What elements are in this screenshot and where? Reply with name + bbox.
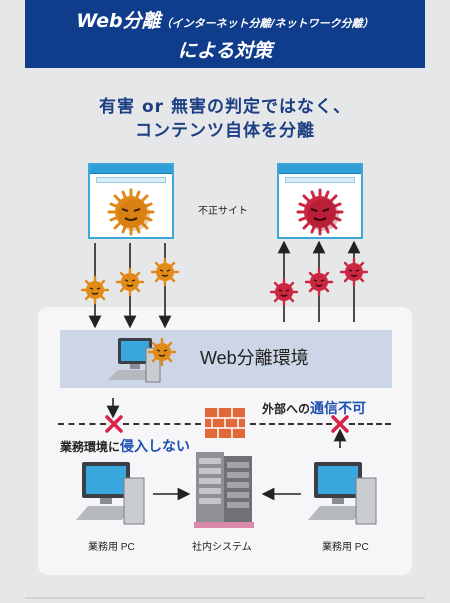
block-x-icon-left	[105, 415, 123, 433]
left-block-note-emphasis: 侵入しない	[120, 438, 191, 454]
bottom-divider	[25, 597, 425, 599]
malicious-site-window-left	[88, 163, 174, 239]
dashed-boundary-right-2	[349, 423, 391, 425]
right-block-note-emphasis: 通信不可	[310, 400, 367, 416]
header-title-main: Web分離	[76, 10, 161, 32]
right-block-note: 外部への通信不可	[262, 398, 366, 418]
orange-virus-icon	[150, 257, 180, 287]
business-pc-left-icon	[76, 462, 145, 525]
orange-virus-icon	[115, 267, 145, 297]
left-block-note: 業務環境に侵入しない	[60, 436, 190, 456]
right-block-note-prefix: 外部への	[262, 402, 311, 416]
orange-virus-icon	[80, 275, 110, 305]
firewall-icon	[205, 408, 245, 438]
server-icon	[194, 452, 254, 528]
orange-virus-icon	[107, 188, 155, 236]
red-virus-icon	[269, 277, 299, 307]
right-pc-label: 業務用 PC	[322, 542, 369, 553]
red-virus-icon	[296, 188, 344, 236]
header-title: Web分離（インターネット分離/ネットワーク分離）	[25, 6, 425, 33]
window-titlebar	[279, 165, 361, 174]
malicious-site-label: 不正サイト	[198, 206, 248, 217]
window-addressbar	[96, 177, 166, 183]
malicious-site-window-right	[277, 163, 363, 239]
window-titlebar	[90, 165, 172, 174]
isolated-pc-icon	[108, 338, 161, 383]
orange-virus-icon	[147, 337, 177, 367]
block-x-icon-right	[331, 415, 349, 433]
business-pc-right-icon	[308, 462, 377, 525]
web-isolation-zone-label: Web分離環境	[200, 348, 309, 368]
dashed-boundary-right-1	[250, 423, 332, 425]
header-title-paren: （インターネット分離/ネットワーク分離）	[160, 17, 374, 30]
left-pc-label: 業務用 PC	[88, 542, 135, 553]
subtitle-line2: コンテンツ自体を分離	[135, 121, 315, 141]
left-block-note-prefix: 業務環境に	[60, 440, 121, 454]
header-title-line2: による対策	[177, 40, 273, 62]
dashed-boundary-left-1	[58, 423, 106, 425]
header-banner: Web分離（インターネット分離/ネットワーク分離） による対策	[25, 0, 425, 68]
dashed-boundary-left-2	[123, 423, 201, 425]
red-virus-icon	[304, 267, 334, 297]
subtitle-line1: 有害 or 無害の判定ではなく、	[99, 97, 351, 117]
server-label: 社内システム	[192, 542, 252, 553]
red-virus-icon	[339, 257, 369, 287]
window-addressbar	[285, 177, 355, 183]
